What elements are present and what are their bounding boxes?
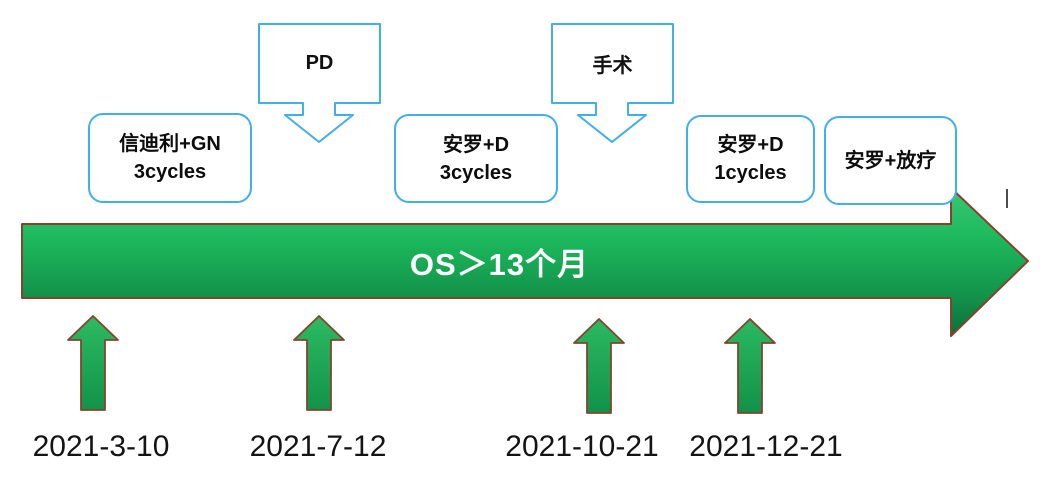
date-label-4: 2021-12-21 [689, 430, 843, 463]
treatment-box-line1: 安罗+D [442, 133, 510, 156]
date-arrow-3 [573, 318, 625, 414]
treatment-box-line1: 信迪利+GN [119, 133, 221, 155]
pd-callout-shape [258, 23, 381, 143]
os-duration-label: OS＞13个月 [409, 246, 590, 282]
date-arrow-2 [293, 315, 345, 411]
treatment-box-line2: 3cycles [439, 161, 513, 184]
date-arrow-1 [67, 315, 119, 411]
treatment-box-anlotinib-radiotherapy: 安罗+放疗 [824, 116, 957, 205]
surgery-callout-shape [551, 23, 674, 143]
text-cursor[interactable] [1006, 189, 1008, 208]
treatment-box-line1: 安罗+放疗 [844, 149, 937, 172]
date-label-3: 2021-10-21 [505, 430, 659, 463]
timeline-arrow [21, 187, 1029, 337]
date-label-1: 2021-3-10 [32, 430, 170, 463]
treatment-box-sintilimab-gn: 信迪利+GN 3cycles [88, 113, 252, 203]
surgery-callout-label: 手术 [592, 55, 633, 77]
treatment-box-line2: 1cycles [714, 162, 787, 184]
date-label-2: 2021-7-12 [249, 430, 387, 463]
date-arrow-4 [724, 318, 776, 414]
pd-callout-label: PD [305, 52, 334, 74]
treatment-box-line2: 3cycles [133, 161, 207, 183]
treatment-box-line1: 安罗+D [717, 134, 784, 156]
treatment-box-anlotinib-d-1cycle: 安罗+D 1cycles [686, 115, 815, 203]
treatment-box-anlotinib-d-3cycles: 安罗+D 3cycles [394, 114, 558, 203]
